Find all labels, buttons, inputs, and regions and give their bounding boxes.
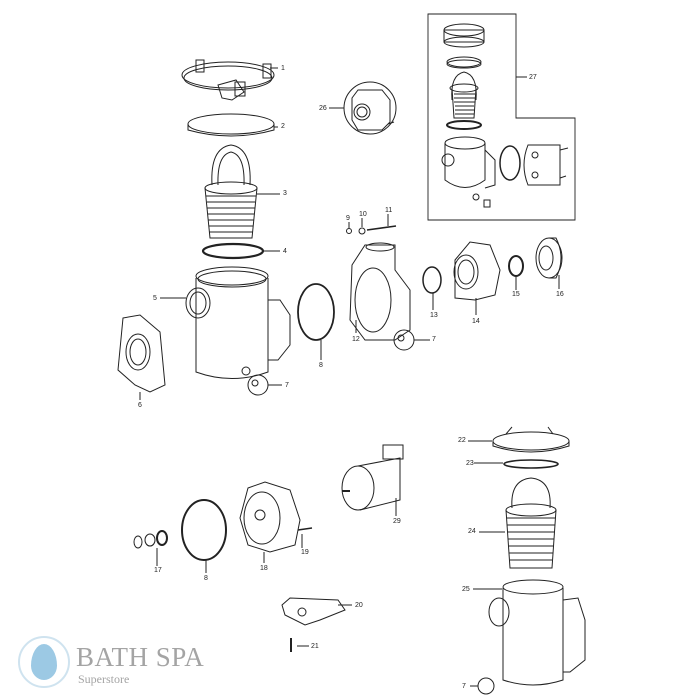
callout-13: 13 bbox=[430, 312, 438, 319]
part-26-union bbox=[343, 81, 397, 135]
part-10-washer bbox=[358, 227, 366, 235]
part-7a-plug bbox=[247, 374, 269, 396]
callout-8a: 8 bbox=[319, 362, 323, 369]
callout-27: 27 bbox=[529, 74, 537, 81]
callout-16: 16 bbox=[556, 291, 564, 298]
part-25-housing bbox=[488, 579, 586, 686]
callout-18: 18 bbox=[260, 565, 268, 572]
part-5-housing bbox=[185, 266, 291, 379]
part-6-adapter bbox=[117, 314, 166, 393]
logo-tagline: Superstore bbox=[78, 672, 130, 686]
callout-11: 11 bbox=[385, 207, 393, 214]
callout-1: 1 bbox=[281, 65, 285, 72]
kit-27-parts bbox=[441, 23, 569, 208]
callout-20: 20 bbox=[355, 602, 363, 609]
part-14-diffuser bbox=[453, 241, 501, 301]
callout-12: 12 bbox=[352, 336, 360, 343]
callout-6: 6 bbox=[138, 402, 142, 409]
part-11-bolt bbox=[366, 225, 397, 231]
part-29-motor bbox=[341, 444, 404, 511]
part-13-oring bbox=[422, 266, 442, 294]
callout-2: 2 bbox=[281, 123, 285, 130]
callout-10: 10 bbox=[359, 211, 367, 218]
part-8b-gasket bbox=[181, 499, 227, 561]
part-1-clamp bbox=[181, 59, 275, 101]
callout-17: 17 bbox=[154, 567, 162, 574]
part-12-pump-body bbox=[349, 242, 411, 341]
logo-name: BATH SPA bbox=[76, 642, 205, 672]
part-17-impeller bbox=[133, 530, 168, 549]
part-7b-plug bbox=[393, 329, 415, 351]
callout-7c: 7 bbox=[462, 683, 466, 690]
part-7c-plug bbox=[477, 677, 495, 695]
callout-8b: 8 bbox=[204, 575, 208, 582]
kit-27-frame bbox=[427, 13, 576, 221]
part-9-nut bbox=[346, 228, 352, 234]
callout-26: 26 bbox=[319, 105, 327, 112]
callout-21: 21 bbox=[311, 643, 319, 650]
water-drop-icon bbox=[18, 636, 70, 688]
part-18-flange bbox=[239, 481, 301, 553]
callout-7b: 7 bbox=[432, 336, 436, 343]
callout-5: 5 bbox=[153, 295, 157, 302]
part-16-seal-plate bbox=[535, 237, 563, 279]
callout-19: 19 bbox=[301, 549, 309, 556]
callout-4: 4 bbox=[283, 248, 287, 255]
callout-15: 15 bbox=[512, 291, 520, 298]
part-8a-gasket bbox=[297, 283, 335, 341]
bath-spa-logo: BATH SPA Superstore bbox=[18, 636, 218, 692]
callout-9: 9 bbox=[346, 215, 350, 222]
part-2-lid bbox=[187, 113, 275, 135]
callout-7a: 7 bbox=[285, 382, 289, 389]
callout-22: 22 bbox=[458, 437, 466, 444]
part-23-oring bbox=[503, 459, 559, 469]
part-20-bracket bbox=[281, 597, 346, 626]
part-19-screw bbox=[297, 527, 313, 531]
part-22-lid bbox=[492, 426, 570, 453]
part-15-seal bbox=[508, 255, 524, 277]
callout-23: 23 bbox=[466, 460, 474, 467]
part-3-basket bbox=[204, 144, 258, 239]
callout-24: 24 bbox=[468, 528, 476, 535]
callout-29: 29 bbox=[393, 518, 401, 525]
part-4-oring bbox=[201, 242, 265, 260]
callout-14: 14 bbox=[472, 318, 480, 325]
callout-25: 25 bbox=[462, 586, 470, 593]
callout-3: 3 bbox=[283, 190, 287, 197]
part-24-basket bbox=[505, 477, 557, 569]
